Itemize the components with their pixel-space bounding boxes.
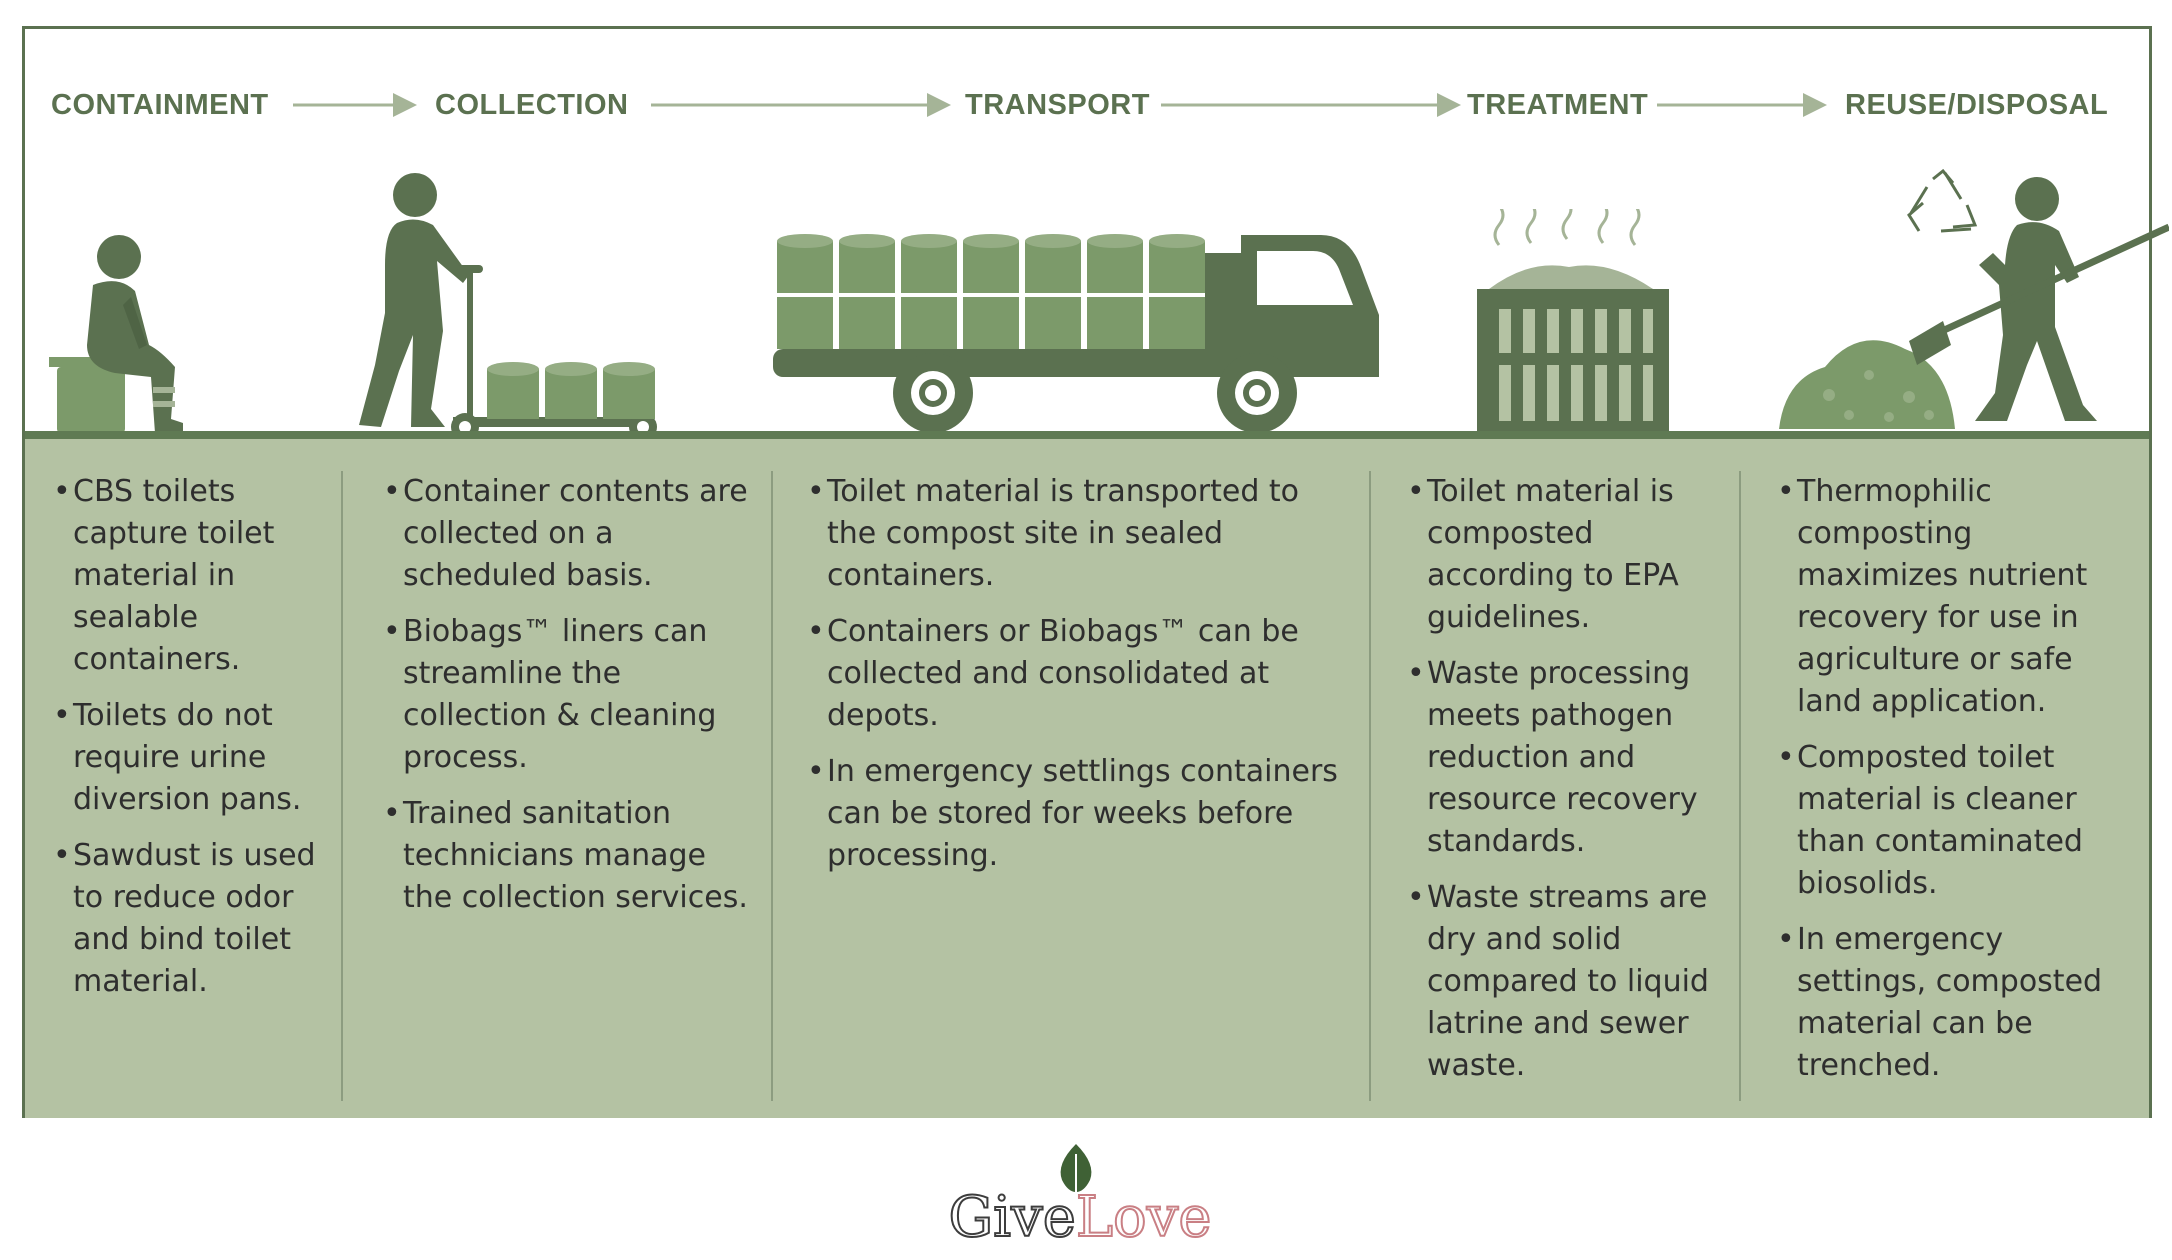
process-header: CONTAINMENT COLLECTION TRANSPORT TREATME… — [25, 29, 2169, 437]
ground-line — [25, 431, 2149, 439]
column-divider — [1369, 471, 1371, 1101]
leaf-icon — [1060, 1144, 1092, 1198]
column-divider — [1739, 471, 1741, 1101]
bullet-item: Composted toilet material is cleaner tha… — [1777, 737, 2127, 905]
logo-wordmark: GiveLove — [940, 1185, 1220, 1250]
arrow-icon — [651, 93, 951, 117]
arrow-icon — [1657, 93, 1827, 117]
stage-label-transport: TRANSPORT — [965, 89, 1150, 121]
logo-give-text: Give — [947, 1185, 1076, 1250]
arrow-icon — [293, 93, 417, 117]
bullet-item: Sawdust is used to reduce odor and bind … — [53, 835, 323, 1003]
bullet-item: Containers or Biobags™ can be collected … — [807, 611, 1357, 737]
column-divider — [341, 471, 343, 1101]
bullet-item: In emergency settlings containers can be… — [807, 751, 1357, 877]
bullet-item: Toilets do not require urine diversion p… — [53, 695, 323, 821]
diagram-frame: CONTAINMENT COLLECTION TRANSPORT TREATME… — [22, 26, 2169, 1118]
reuse-disposal-column: Thermophilic composting maximizes nutrie… — [1777, 471, 2127, 1101]
arrow-icon — [1161, 93, 1461, 117]
stage-label-treatment: TREATMENT — [1467, 89, 1649, 121]
bullet-item: Waste streams are dry and solid compared… — [1407, 877, 1727, 1087]
bullet-item: Toilet material is composted according t… — [1407, 471, 1727, 639]
recycle-icon — [1907, 169, 1978, 233]
description-panel: CBS toilets capture toilet material in s… — [25, 439, 2149, 1118]
collection-column: Container contents are collected on a sc… — [383, 471, 753, 933]
person-sitting-on-toilet-icon — [49, 235, 183, 433]
stage-label-containment: CONTAINMENT — [51, 89, 269, 121]
person-pushing-container-cart-icon — [359, 173, 657, 437]
person-shoveling-compost-icon — [1779, 177, 2169, 429]
bullet-item: Biobags™ liners can streamline the colle… — [383, 611, 753, 779]
stage-label-collection: COLLECTION — [435, 89, 629, 121]
givelove-logo: GiveLove — [940, 1142, 1220, 1254]
transport-column: Toilet material is transported to the co… — [807, 471, 1357, 891]
bullet-item: Container contents are collected on a sc… — [383, 471, 753, 597]
column-divider — [771, 471, 773, 1101]
treatment-column: Toilet material is composted according t… — [1407, 471, 1727, 1101]
bullet-item: CBS toilets capture toilet material in s… — [53, 471, 323, 681]
containment-column: CBS toilets capture toilet material in s… — [53, 471, 323, 1017]
stage-label-reuse-disposal: REUSE/DISPOSAL — [1845, 89, 2109, 121]
steaming-compost-bin-icon — [1477, 209, 1669, 435]
bullet-item: Trained sanitation technicians manage th… — [383, 793, 753, 919]
truck-with-containers-icon — [773, 234, 1379, 433]
bullet-item: Waste processing meets pathogen reductio… — [1407, 653, 1727, 863]
bullet-item: In emergency settings, composted materia… — [1777, 919, 2127, 1087]
bullet-item: Thermophilic composting maximizes nutrie… — [1777, 471, 2127, 723]
bullet-item: Toilet material is transported to the co… — [807, 471, 1357, 597]
logo-love-text: Love — [1075, 1185, 1213, 1250]
